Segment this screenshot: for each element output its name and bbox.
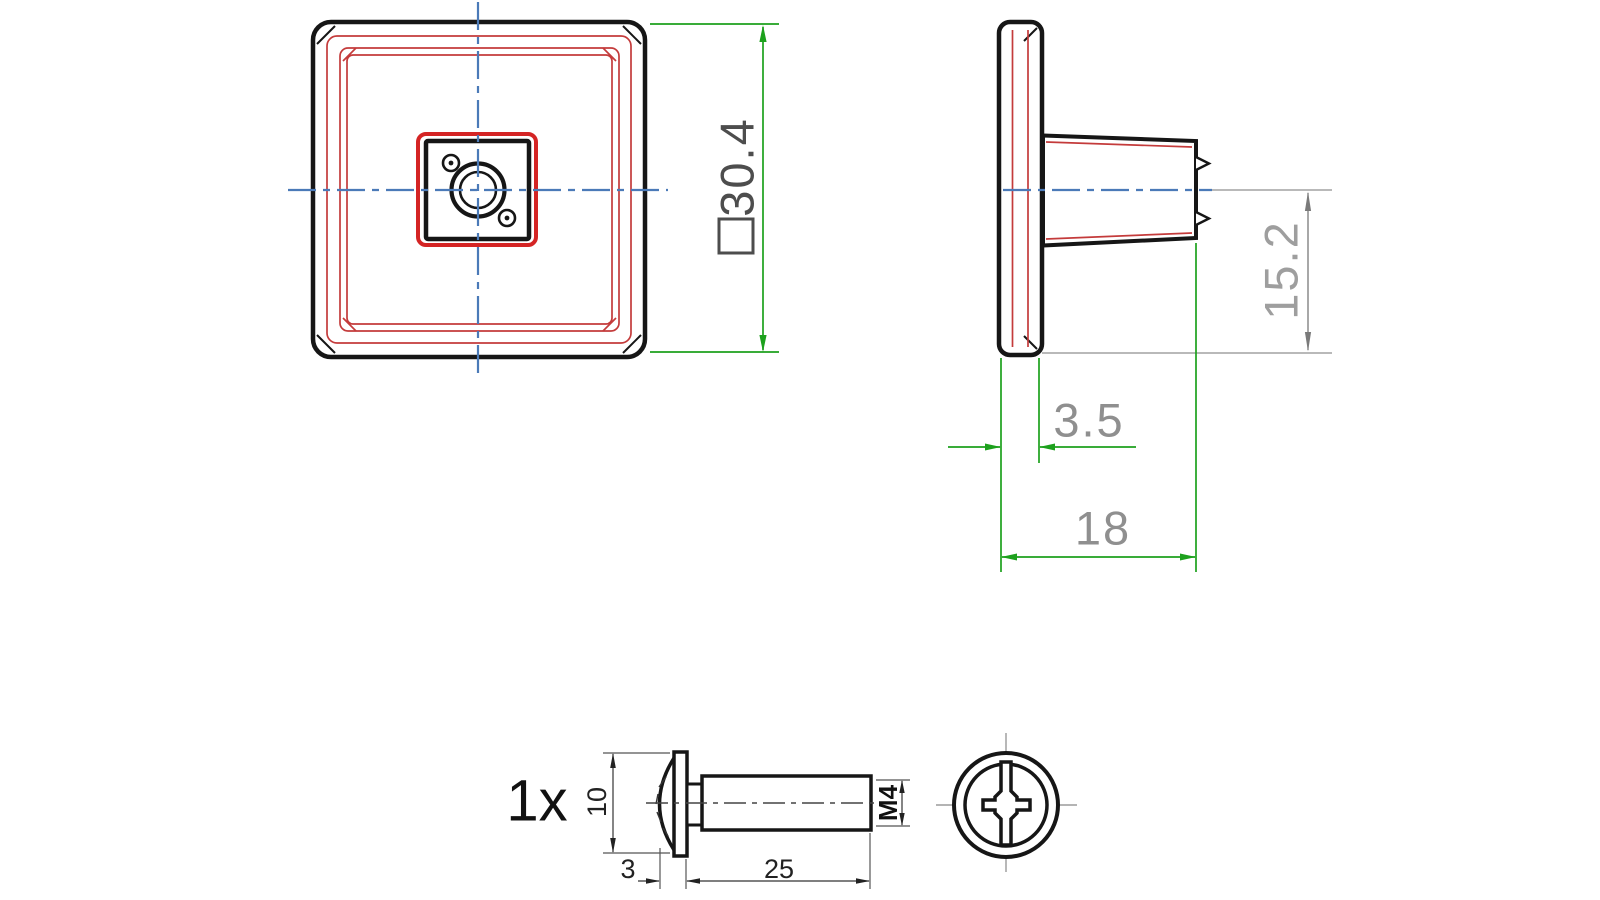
screw-head-washer-face — [672, 750, 689, 858]
dimension-value-3: 3 — [620, 854, 635, 884]
dimension-15-2: 15.2 — [1042, 189, 1332, 354]
arrowhead-left — [1039, 443, 1055, 451]
phillips-cross-recess — [981, 760, 1032, 847]
arrowhead-down — [759, 335, 767, 352]
corner-chamfer — [622, 25, 642, 45]
arrowhead-left — [686, 878, 700, 884]
dimension-value-15-2: 15.2 — [1255, 220, 1308, 319]
arrowhead-left — [1001, 553, 1017, 561]
retention-barb-top — [1195, 155, 1212, 172]
arrowhead-up — [899, 780, 905, 793]
dimension-value-18: 18 — [1075, 502, 1131, 555]
dome-shading-tick — [662, 827, 669, 837]
dimension-3-5: 3.5 — [948, 358, 1136, 572]
plug-red-edge-top — [1045, 141, 1193, 148]
screw-head-dome — [657, 757, 676, 851]
dome-shading-tick — [658, 776, 667, 788]
dimension-value-3-5: 3.5 — [1053, 394, 1124, 447]
corner-chamfer — [1023, 335, 1038, 350]
arrowhead-down — [1304, 332, 1312, 352]
dome-shading-tick — [656, 811, 662, 823]
side-view: 15.2 3.5 18 — [948, 19, 1332, 572]
red-corner-chamfer — [602, 317, 617, 332]
dimension-18: 18 — [1001, 243, 1197, 572]
dimension-value-30-4: 30.4 — [711, 117, 764, 216]
connector-screw-hole-bottom-right-center — [504, 215, 510, 221]
arrowhead-up — [759, 25, 767, 42]
arrowhead-down — [610, 838, 616, 853]
quantity-label: 1x — [506, 769, 567, 834]
arrowhead-right — [856, 878, 870, 884]
corner-chamfer — [316, 25, 336, 45]
plug-red-edge-bottom — [1045, 232, 1193, 240]
dimension-25: 25 — [686, 833, 871, 889]
red-corner-chamfer — [342, 317, 357, 332]
dimension-value-10: 10 — [582, 787, 612, 817]
square-symbol — [717, 217, 755, 255]
connector-screw-hole-top-left-center — [448, 160, 454, 166]
dimension-square-30-4: 30.4 — [650, 23, 779, 353]
dimension-value-25: 25 — [764, 854, 794, 884]
screw-side-view: 1x 10 3 — [506, 750, 910, 889]
screw-head-top-view — [936, 733, 1077, 872]
screw-neck — [685, 782, 704, 827]
dimension-3: 3 — [620, 848, 687, 889]
connector-screw-hole-bottom-right — [497, 208, 517, 228]
red-corner-chamfer — [342, 47, 357, 62]
arrowhead-right — [646, 878, 660, 884]
corner-chamfer — [622, 334, 642, 354]
corner-chamfer — [1023, 27, 1038, 42]
flange-plate — [996, 19, 1045, 358]
dimension-10: 10 — [582, 752, 670, 854]
front-view: 30.4 — [288, 2, 779, 380]
arrowhead-up — [1304, 191, 1312, 211]
red-corner-chamfer — [602, 47, 617, 62]
retention-barb-bottom — [1195, 210, 1212, 227]
connector-screw-hole-top-left — [441, 153, 461, 173]
arrowhead-right — [985, 443, 1001, 451]
corner-chamfer — [316, 334, 336, 354]
dimension-m4: M4 — [873, 779, 910, 827]
arrowhead-right — [1180, 553, 1196, 561]
arrowhead-up — [610, 753, 616, 768]
arrowhead-down — [899, 813, 905, 826]
dimension-value-m4: M4 — [873, 784, 903, 821]
